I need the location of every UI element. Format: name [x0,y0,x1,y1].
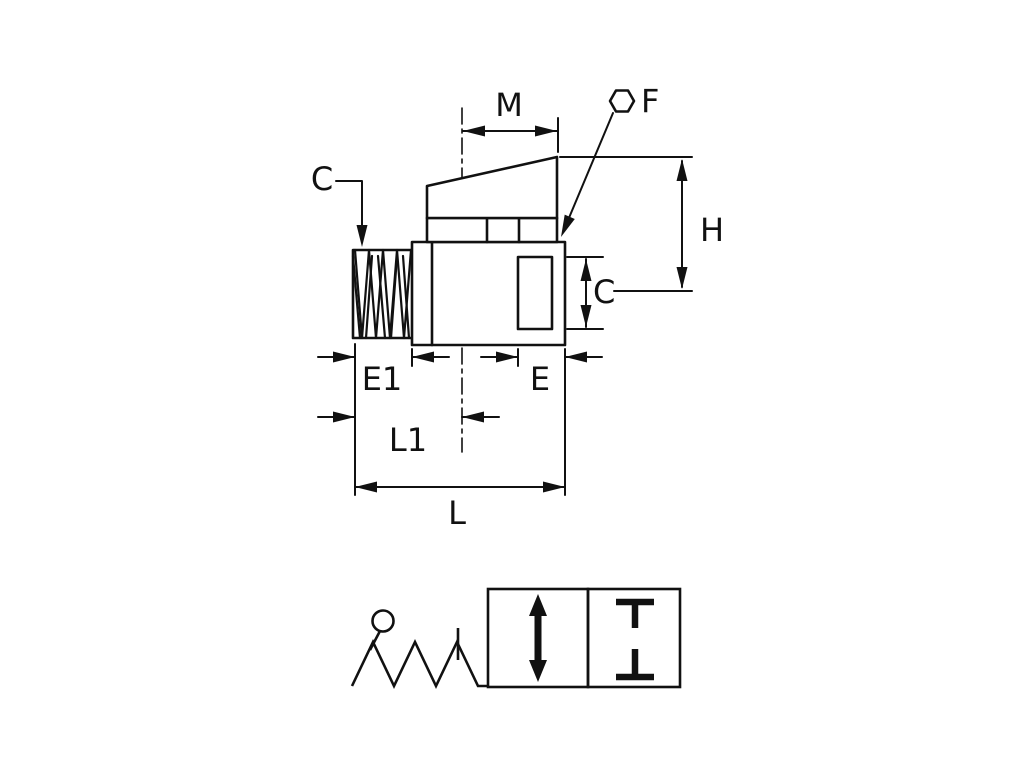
dim-H-arrow-top [676,159,688,181]
valve-body [410,240,567,347]
dim-E1-arrow-left [333,351,355,363]
label-M: M [495,86,523,124]
dim-L1-arrow-left [333,411,355,423]
label-F: F [641,82,659,120]
dim-H-arrow-bottom [676,267,688,289]
dim-L-arrow-right [543,481,565,493]
label-E: E [530,360,550,398]
female-port [516,255,554,331]
label-L: L [448,494,466,532]
dim-L: L [354,481,566,532]
dim-M-arrow-right [535,125,557,137]
callout-C-left-arrow [356,225,368,247]
callout-F: F [561,82,659,237]
valve-schematic-symbol [350,587,682,690]
label-L1: L1 [389,421,427,459]
lever-knob-icon [371,609,395,633]
dim-L1-arrow-right [462,411,484,423]
dim-L1: L1 [317,411,500,459]
threaded-stub [351,248,414,340]
dim-C-right-arrow-top [580,259,592,281]
handle-lever [425,155,559,220]
callout-C-left: C [311,160,368,247]
flow-arrow-head-top [529,594,547,616]
dim-H: H [559,156,724,292]
dim-E-arrow-right [565,351,587,363]
thread-hatching-2 [351,254,411,340]
label-E1: E1 [362,360,403,398]
actuator-zigzag [350,638,488,690]
thread-hatching [353,248,413,340]
symbol-position-box-closed [586,587,682,689]
label-H: H [700,211,724,249]
dim-E: E [480,351,603,398]
lever-stem [368,630,382,651]
leader-F-line [565,112,614,226]
symbol-flow-arrow [529,594,547,682]
callout-C-left-line [335,180,363,231]
dim-E-arrow-left [496,351,518,363]
dim-E1: E1 [317,351,450,398]
dim-M-arrow-left [463,125,485,137]
flow-arrow-head-bottom [529,660,547,682]
leader-F-arrow [561,214,575,237]
dim-C-right: C [566,256,615,330]
label-C-left: C [311,160,333,198]
dim-L-arrow-left [355,481,377,493]
dim-C-right-arrow-bottom [580,305,592,327]
symbol-blocked-ports [616,598,654,681]
label-C-right: C [593,273,615,311]
dim-M: M [462,86,559,153]
valve-main-view [351,107,567,453]
hex-nut-icon [608,89,636,113]
dim-E1-arrow-right [412,351,434,363]
handle-hex-stem [425,216,559,244]
valve-handle [425,155,559,244]
symbol-lever-actuator [350,609,488,690]
